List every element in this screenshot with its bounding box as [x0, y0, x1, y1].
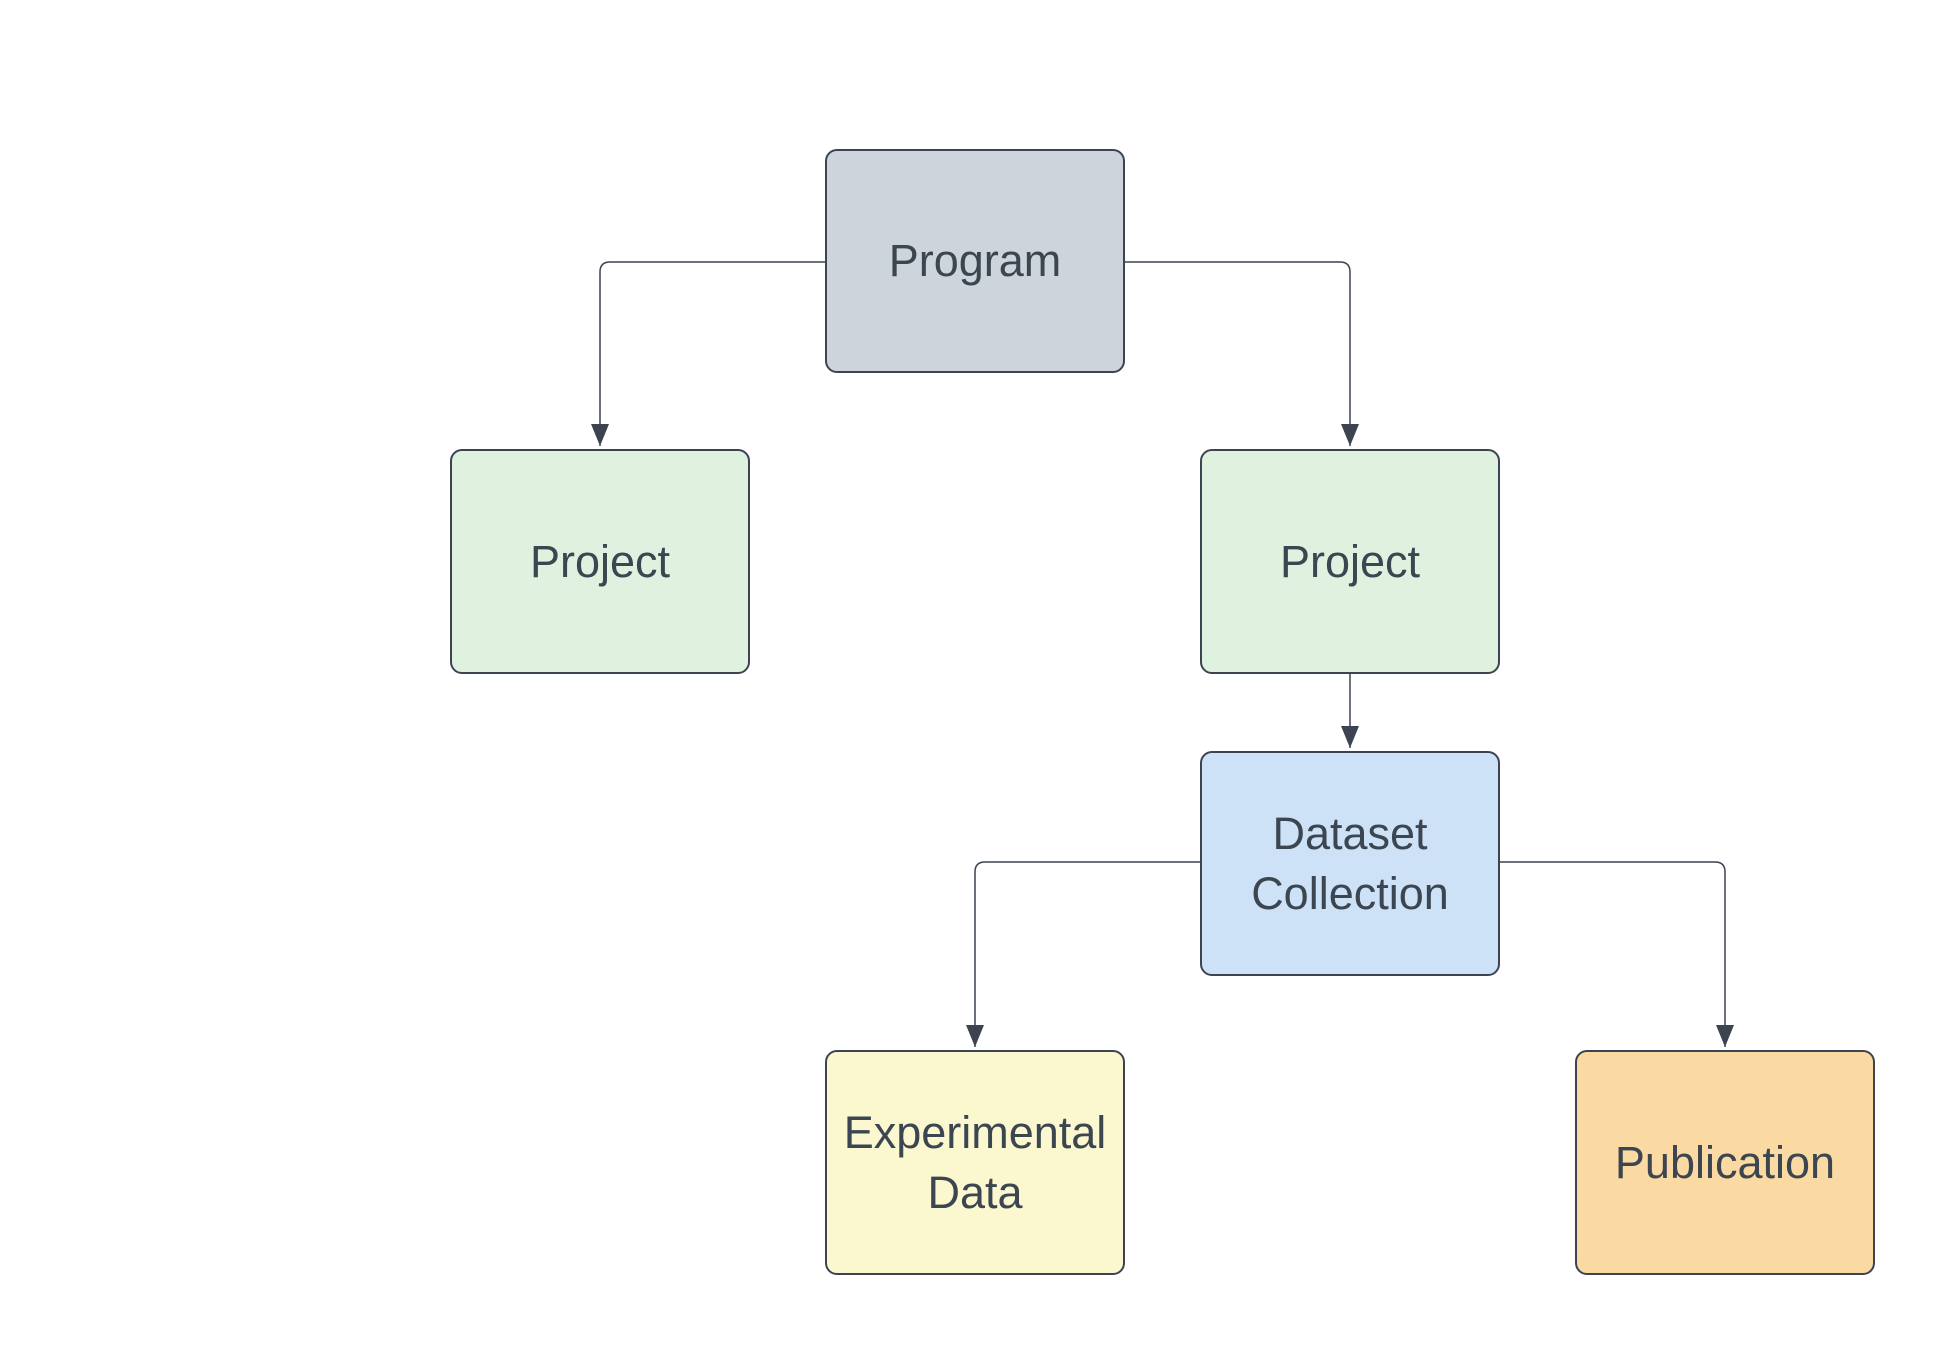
edge-dataset-collection-to-experimental-data[interactable]	[966, 861, 1200, 1047]
node-label: Project	[529, 535, 671, 587]
node-publication[interactable]: Publication	[1575, 1050, 1875, 1275]
node-dataset-collection[interactable]: Dataset Collection	[1200, 751, 1500, 976]
node-program[interactable]: Program	[825, 149, 1125, 373]
node-project-left[interactable]: Project	[450, 449, 750, 674]
node-label: Experimental Data	[843, 1106, 1107, 1218]
edge-program-to-project-right[interactable]	[1125, 261, 1359, 446]
node-experimental-data[interactable]: Experimental Data	[825, 1050, 1125, 1275]
edge-program-to-project-left[interactable]	[591, 261, 825, 446]
node-label: Dataset Collection	[1251, 807, 1449, 919]
node-label: Project	[1279, 535, 1421, 587]
node-label: Program	[888, 235, 1062, 286]
node-project-right[interactable]: Project	[1200, 449, 1500, 674]
node-label: Publication	[1614, 1136, 1836, 1188]
edge-dataset-collection-to-publication[interactable]	[1500, 861, 1734, 1047]
